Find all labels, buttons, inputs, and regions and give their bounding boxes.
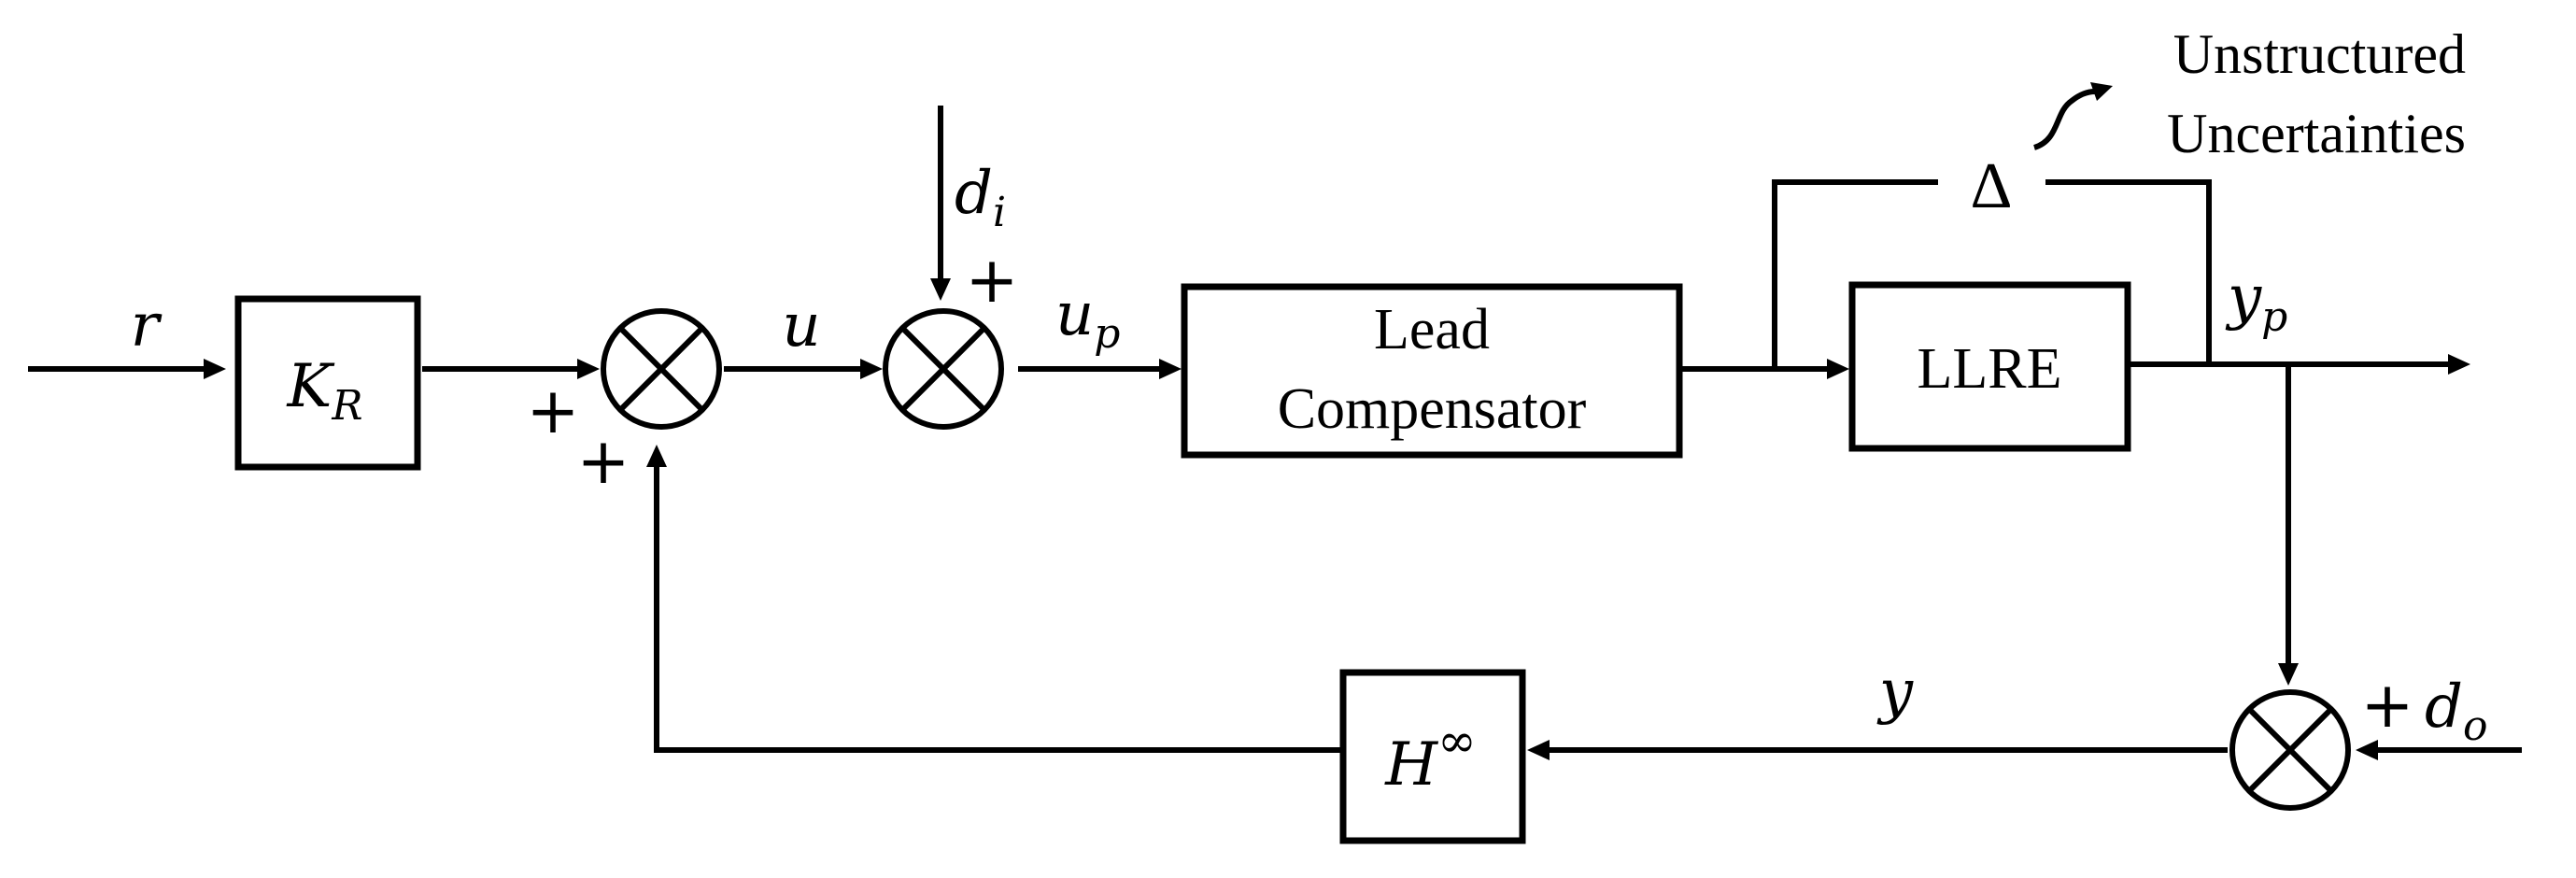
llre-label: LLRE	[1918, 337, 2062, 401]
hinf-block	[1339, 669, 1526, 844]
summing-junction-2	[883, 308, 1004, 430]
signal-label-yp: yp	[2225, 263, 2287, 341]
arrowhead-sum3-in	[2278, 663, 2299, 686]
summing-junction-1	[601, 308, 722, 430]
lead-compensator-block	[1181, 283, 1683, 459]
sign-sum1-feedback: +	[577, 425, 630, 499]
delta-label: Δ	[1970, 150, 2012, 222]
delta-bypass-right	[2045, 179, 2212, 364]
summing-junction-3	[2229, 689, 2351, 811]
signal-line-feedback	[654, 465, 1340, 753]
arrowhead-r	[204, 359, 226, 379]
signal-label-y: y	[1876, 658, 1914, 727]
annotation-line2: Uncertainties	[2167, 103, 2466, 164]
arrowhead-llre-in	[1827, 359, 1849, 379]
delta-bypass-left	[1772, 179, 1938, 369]
sign-sum3-do: +	[2361, 669, 2414, 743]
arrowhead-u	[860, 359, 883, 379]
arrowhead-hinf-in	[1527, 740, 1550, 760]
lead-label-line2: Compensator	[1278, 377, 1587, 441]
sign-sum2-di: +	[966, 244, 1019, 318]
arrowhead-do	[2356, 740, 2378, 760]
signal-label-do: do	[2425, 673, 2487, 750]
annotation-curved-arrow	[2032, 89, 2096, 150]
arrowhead-feedback	[646, 445, 667, 467]
annotation-arrowhead	[2090, 82, 2113, 101]
annotation-line1: Unstructured	[2173, 23, 2466, 85]
arrowhead-up	[1159, 359, 1182, 379]
signal-label-u: u	[782, 291, 820, 361]
arrowhead-yp-out	[2448, 354, 2470, 375]
lead-label-line1: Lead	[1374, 298, 1490, 361]
arrowhead-di	[930, 278, 951, 301]
arrowhead-sum1-in	[577, 359, 600, 379]
signal-label-di: di	[955, 159, 1006, 236]
signal-label-r: r	[131, 291, 163, 361]
kr-block	[234, 295, 421, 471]
hinf-label: H∞	[1384, 714, 1476, 800]
llre-block	[1848, 281, 2131, 452]
sign-sum1-ref: +	[527, 375, 580, 448]
kr-label: KR	[287, 352, 363, 430]
signal-label-up: up	[1055, 280, 1120, 358]
